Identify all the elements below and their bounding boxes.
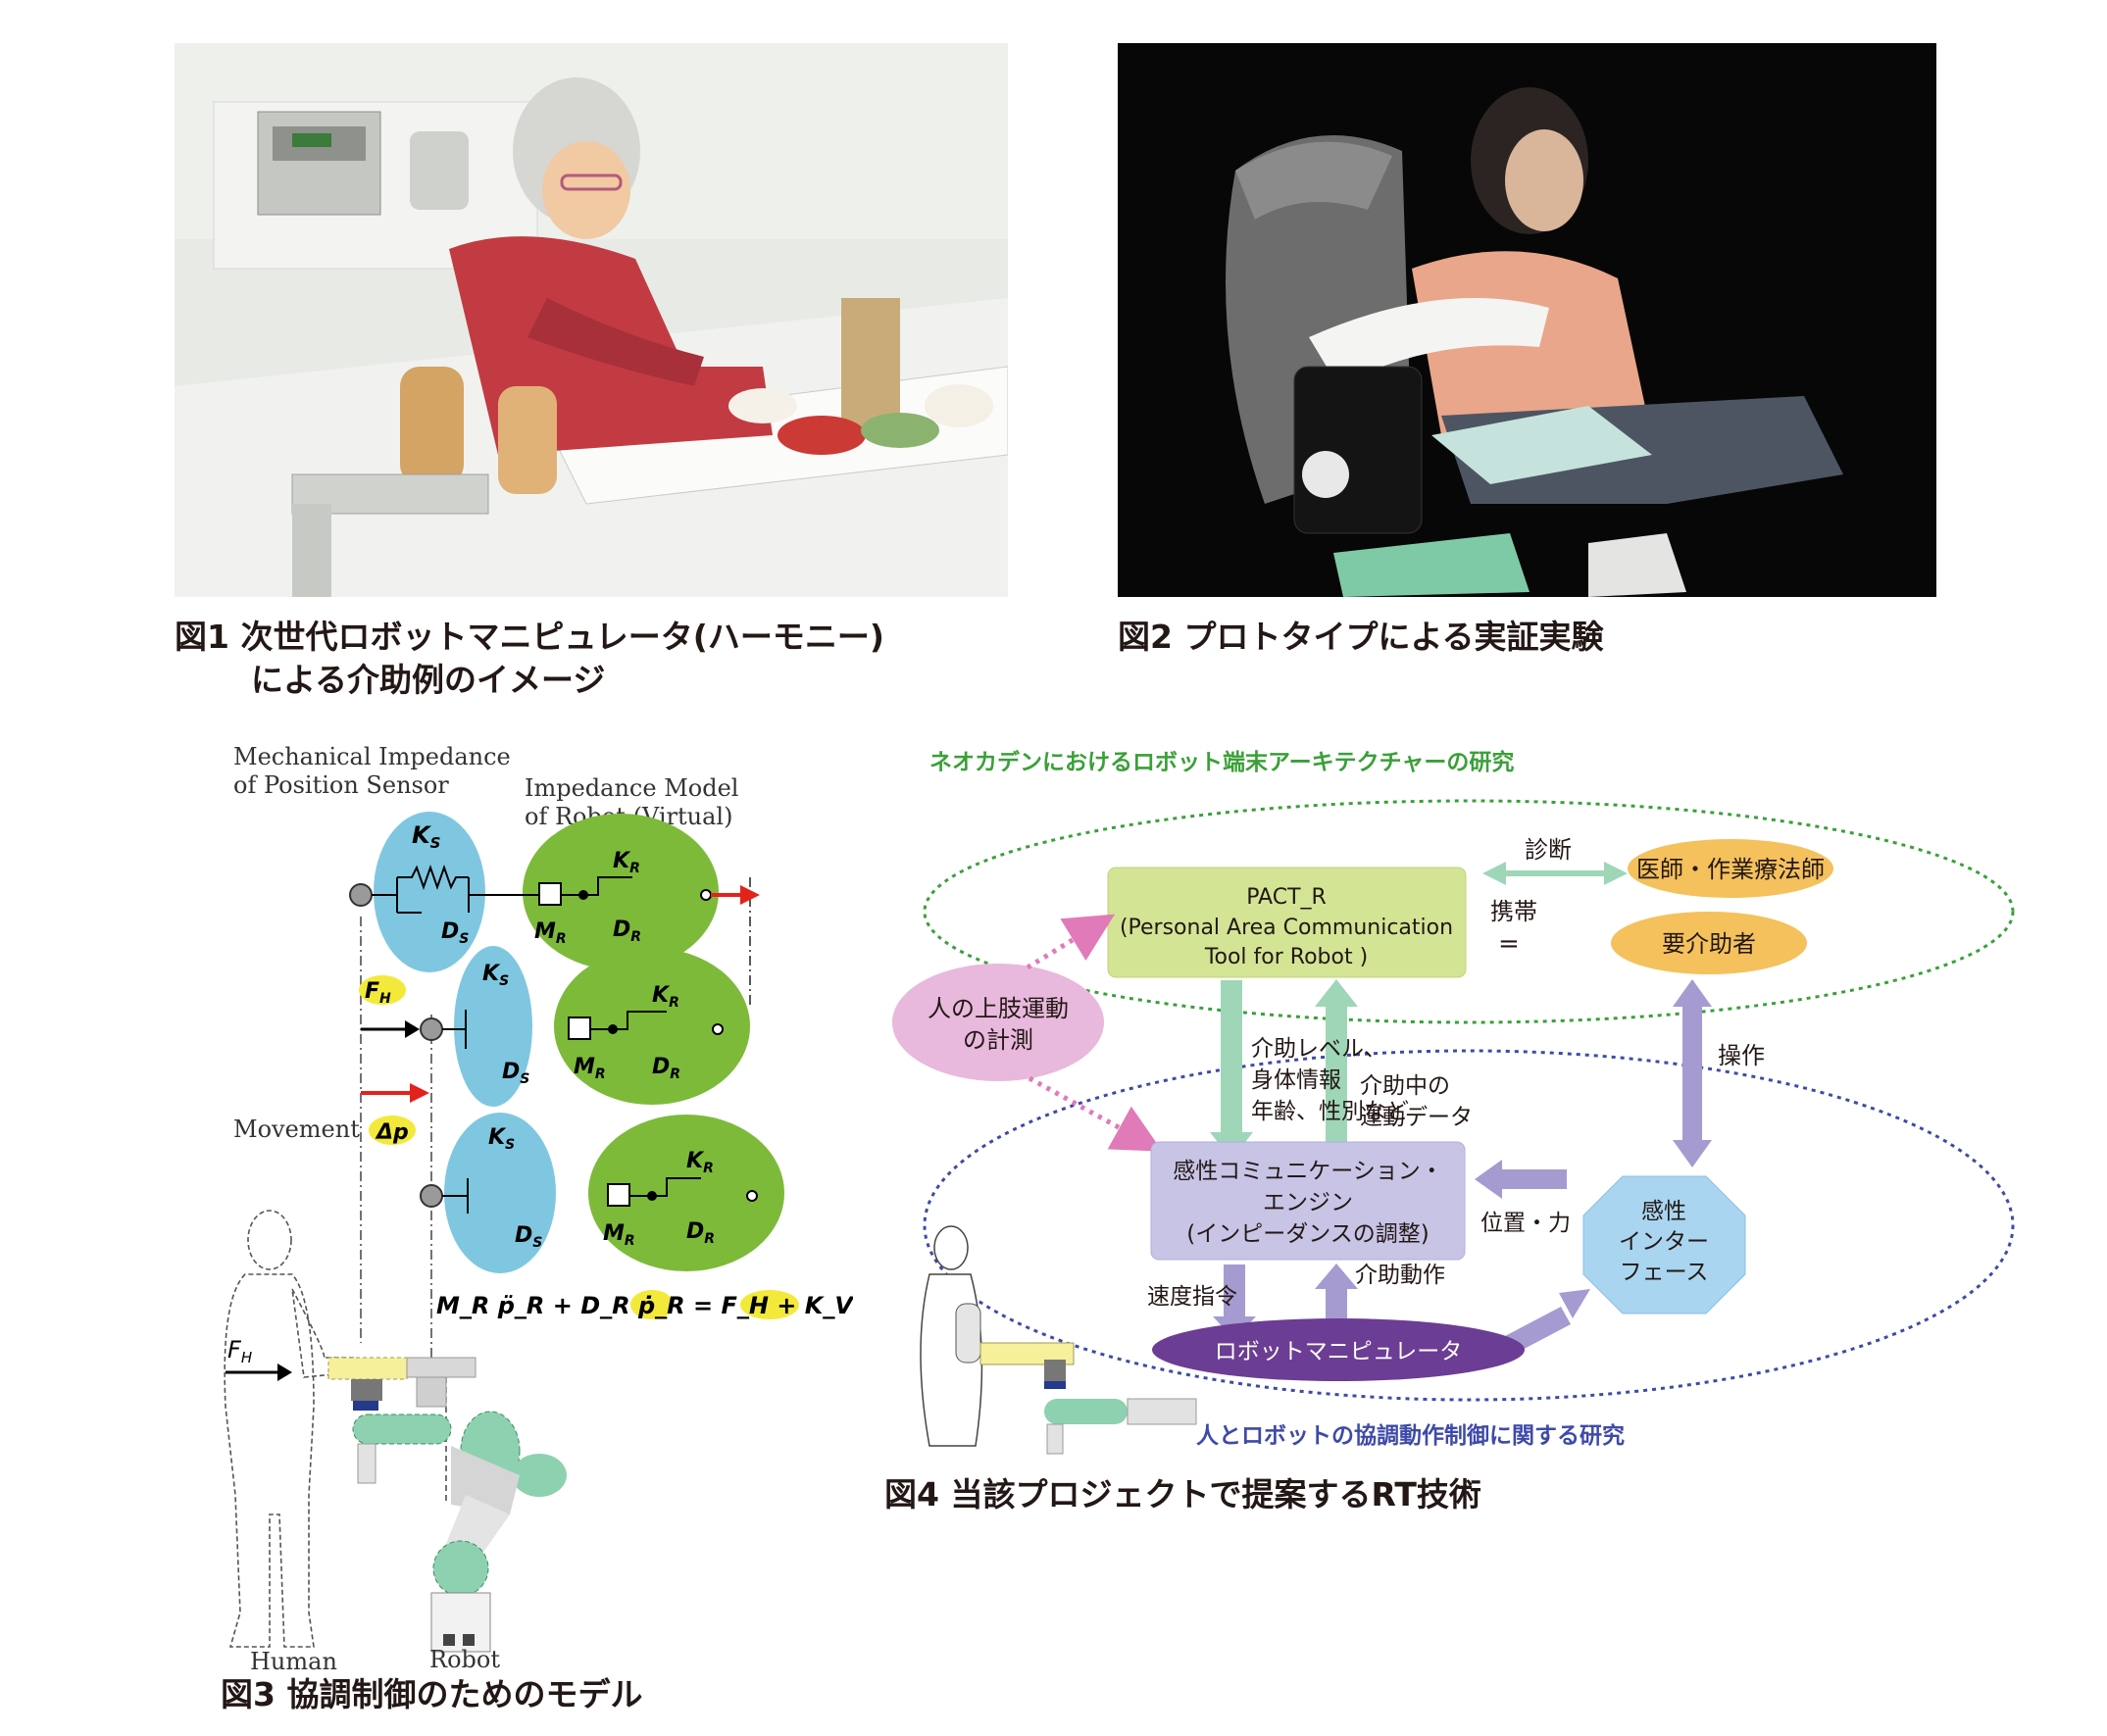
- fig4-manipulator: ロボットマニピュレータ: [1215, 1339, 1463, 1364]
- fh-label-2: FH: [365, 979, 391, 1007]
- fig4-engine-1: 感性コミュニケーション・: [1173, 1159, 1443, 1184]
- engine-box: [1150, 1141, 1466, 1261]
- human-figure: [224, 1210, 354, 1648]
- fig4-top-title: ネオカデンにおけるロボット端末アーキテクチャーの研究: [929, 749, 1514, 775]
- kr-label-2: KR: [652, 983, 679, 1011]
- fig3-label-sensor-2: of Position Sensor: [233, 771, 449, 799]
- fig4-equal: =: [1498, 929, 1520, 959]
- fig4-sousa: 操作: [1718, 1042, 1765, 1069]
- fig1-caption-line2: による介助例のイメージ: [251, 661, 606, 699]
- fig3-human: Human: [250, 1648, 337, 1671]
- fig4-engine-3: (インピーダンスの調整): [1186, 1221, 1430, 1247]
- fig2-caption: 図2 プロトタイプによる実証実験: [1118, 618, 1604, 656]
- fig3-movement: Movement: [233, 1116, 360, 1143]
- fig4-info-2: 身体情報: [1251, 1067, 1341, 1093]
- fig3-diagram: Mechanical Impedance of Position Sensor …: [216, 730, 896, 1675]
- fig4-interface-1: 感性: [1641, 1199, 1686, 1224]
- doctor-ellipse: [1628, 839, 1833, 898]
- pact-line2: (Personal Area Communication: [1120, 916, 1453, 940]
- fh-label-human: FH: [227, 1336, 252, 1366]
- kr-label-3: KR: [686, 1149, 714, 1176]
- fig4-speed-cmd: 速度指令: [1147, 1284, 1237, 1310]
- fig4-interface-2: インター: [1619, 1229, 1709, 1255]
- kr-ellipse-2: [554, 948, 750, 1105]
- fig4-interface-3: フェース: [1620, 1260, 1709, 1285]
- fig4-motion-data-2: 運動データ: [1360, 1105, 1473, 1130]
- fig4-shindan: 診断: [1525, 836, 1572, 864]
- fig4-motion-data-1: 介助中の: [1360, 1073, 1450, 1099]
- fig1-image: [175, 43, 1008, 597]
- fig4-keitai: 携帯: [1490, 898, 1537, 925]
- fig4-info-3: 年齢、性別など: [1251, 1099, 1409, 1124]
- manipulator-ellipse: [1152, 1318, 1525, 1381]
- fig3-robot: Robot: [429, 1646, 500, 1671]
- ks-label-3: KS: [488, 1125, 515, 1153]
- ks-label-2: KS: [482, 962, 509, 989]
- fig3-label-sensor-1: Mechanical Impedance: [233, 743, 511, 770]
- fig3-caption: 図3 協調制御のためのモデル: [221, 1675, 643, 1713]
- robot-figure: [327, 1357, 567, 1653]
- fig3-label-model-1: Impedance Model: [525, 774, 738, 802]
- fig4-care-receiver: 要介助者: [1662, 930, 1756, 958]
- fig4-measure-1: 人の上肢運動: [928, 995, 1069, 1022]
- pact-line1: PACT_R: [1246, 885, 1327, 910]
- ks-ellipse-1: [374, 812, 485, 972]
- fig1-caption-line1: 図1 次世代ロボットマニピュレータ(ハーモニー): [175, 618, 884, 656]
- dr-label-1: DR: [613, 918, 641, 945]
- pact-line3: Tool for Robot ): [1204, 945, 1368, 969]
- ds-label-2: DS: [502, 1060, 529, 1087]
- mr-label-1: MR: [534, 919, 567, 947]
- mr-label-3: MR: [603, 1221, 635, 1249]
- measure-ellipse: [892, 964, 1104, 1081]
- kr-ellipse-3: [588, 1115, 784, 1271]
- ks-ellipse-3: [444, 1113, 556, 1273]
- fig2-image: [1118, 43, 1936, 597]
- mr-label-2: MR: [574, 1055, 606, 1082]
- fig4-assist-motion: 介助動作: [1355, 1263, 1445, 1288]
- fig4-engine-2: エンジン: [1263, 1190, 1353, 1215]
- kr-label-1: KR: [613, 849, 640, 876]
- dr-label-2: DR: [652, 1055, 680, 1082]
- fig4-caption: 図4 当該プロジェクトで提案するRT技術: [884, 1475, 1481, 1513]
- fig3-equation: M_R p̈_R + D_R ṗ_R = F_H + K_V Δp: [436, 1292, 853, 1319]
- dr-label-3: DR: [686, 1219, 715, 1247]
- human-robot-sketch: [920, 1225, 1197, 1455]
- fig4-diagram: ネオカデンにおけるロボット端末アーキテクチャーの研究 PACT_R (Perso…: [882, 740, 2088, 1490]
- dp-label: Δp: [375, 1120, 409, 1145]
- kr-ellipse-1: [523, 814, 719, 970]
- fig4-measure-2: の計測: [963, 1026, 1033, 1054]
- ks-ellipse-2: [454, 946, 532, 1107]
- fig4-bottom-title: 人とロボットの協調動作制御に関する研究: [1196, 1422, 1625, 1449]
- interface-octagon: [1582, 1175, 1746, 1314]
- fig4-doctor: 医師・作業療法師: [1636, 856, 1825, 883]
- ds-label-3: DS: [515, 1223, 542, 1251]
- fig4-pos-force: 位置・力: [1480, 1211, 1571, 1236]
- ks-label-1: KS: [412, 821, 440, 852]
- fig4-info-1: 介助レベル、: [1251, 1036, 1386, 1062]
- ds-label-1: DS: [441, 919, 469, 947]
- care-receiver-ellipse: [1611, 912, 1807, 974]
